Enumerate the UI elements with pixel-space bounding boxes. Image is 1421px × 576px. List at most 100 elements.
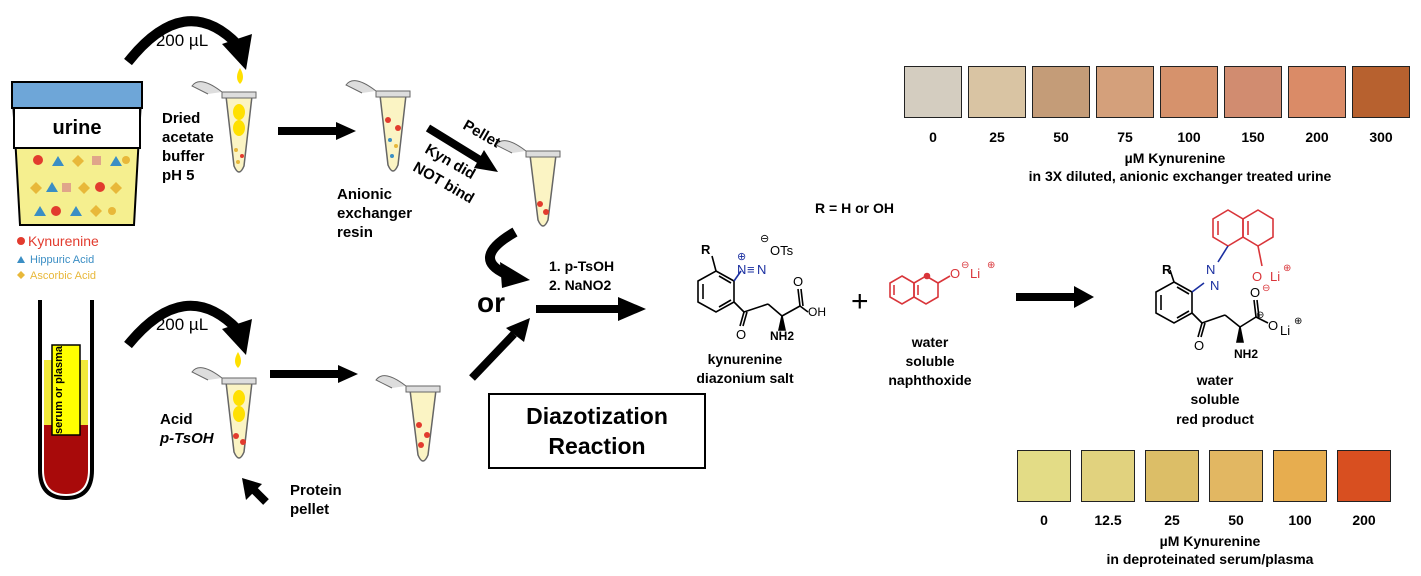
diazonium-n1: N [737,262,746,277]
svg-text:⊕: ⊕ [1283,263,1291,274]
urine-value-7: 300 [1369,129,1393,145]
diazonium-ots: OTs [770,243,794,258]
naphthoxide-structure [889,272,951,305]
svg-text:⊕: ⊕ [1294,316,1302,327]
pipette-arrow-bottom [124,300,242,349]
urine-swatch-1 [968,66,1026,118]
svg-text:1. p-TsOH: 1. p-TsOH [549,258,614,274]
svg-text:red product: red product [1176,411,1254,427]
serum-value-4: 100 [1288,512,1312,528]
diazonium-o: O [736,327,746,342]
urine-label: urine [53,117,102,139]
serum-value-5: 200 [1352,512,1376,528]
svg-text:⊕: ⊕ [987,260,995,271]
product-n1: N [1206,262,1215,277]
diazonium-minus: ⊖ [760,233,769,245]
serum-value-0: 0 [1040,512,1048,528]
product-n2: N [1210,278,1219,293]
serum-color-scale [1017,450,1401,502]
svg-text:pH 5: pH 5 [162,167,195,184]
ascorbic-diamond-icon [17,271,25,279]
serum-swatch-3 [1209,450,1263,502]
diazonium-plus: ⊕ [737,251,746,263]
urine-caption-1: µM Kynurenine [1124,150,1226,166]
diazonium-r: R [701,242,711,257]
plus-sign: + [851,285,869,318]
svg-text:resin: resin [337,224,373,241]
urine-value-1: 25 [989,129,1005,145]
kynurenine-diazonium-structure [697,255,809,331]
svg-text:naphthoxide: naphthoxide [888,372,971,388]
volume-bottom: 200 µL [156,315,208,334]
r-definition: R = H or OH [815,200,894,216]
naphthoxide-label: water soluble naphthoxide [888,334,971,388]
diazonium-nh2: NH2 [770,329,794,343]
serum-value-2: 25 [1164,512,1180,528]
svg-text:kynurenine: kynurenine [708,351,783,367]
resin-tube [345,80,411,172]
svg-text:2. NaNO2: 2. NaNO2 [549,277,611,293]
deproteinated-tube [375,375,441,462]
protein-label: Protein pellet [290,482,342,518]
urine-caption-2: in 3X diluted, anionic exchanger treated… [1028,168,1332,184]
svg-text:water: water [1196,372,1234,388]
red-product-structure [1155,269,1269,343]
legend-hippuric: Hippuric Acid [30,254,94,266]
pipette-arrow-top [124,16,242,66]
product-nh2: NH2 [1234,347,1258,361]
reaction-box-line2: Reaction [548,433,646,459]
svg-text:exchanger: exchanger [337,205,412,222]
serum-swatch-1 [1081,450,1135,502]
svg-text:acetate: acetate [162,129,214,146]
kynurenine-dot-icon [17,237,25,245]
buffer-tube [191,81,257,173]
svg-text:Anionic: Anionic [337,186,392,203]
buffer-label: Dried acetate buffer pH 5 [162,110,214,184]
serum-value-3: 50 [1228,512,1244,528]
urine-swatch-0 [904,66,962,118]
diazonium-triple: ≡ [747,262,755,277]
diazonium-n2: N [757,262,766,277]
product-label: water soluble red product [1176,372,1254,427]
volume-top: 200 µL [156,31,208,50]
acid-tube [191,367,257,459]
svg-text:soluble: soluble [1190,391,1239,407]
product-r: R [1162,262,1172,277]
naphthoxide-li: Li [970,266,980,281]
serum-scale-values: 0 12.5 25 50 100 200 [1017,512,1397,530]
diazonium-oh: OH [808,305,826,319]
curved-arrow-pellet [500,262,530,288]
product-o-ketone: O [1194,338,1204,353]
urine-value-2: 50 [1053,129,1069,145]
flow-arrows [247,124,1076,505]
pellet-tube [495,140,561,227]
diazotization-reaction-box: Diazotization Reaction [488,393,706,469]
hippuric-triangle-icon [17,256,25,263]
serum-value-1: 12.5 [1094,512,1122,528]
urine-value-4: 100 [1177,129,1201,145]
serum-swatch-0 [1017,450,1071,502]
urine-swatch-7 [1352,66,1410,118]
svg-text:diazonium salt: diazonium salt [696,370,794,386]
urine-swatch-5 [1224,66,1282,118]
legend-kynurenine: Kynurenine [28,233,99,249]
svg-text:⊖: ⊖ [1262,283,1270,294]
svg-text:⊖: ⊖ [961,260,969,271]
serum-swatch-2 [1145,450,1199,502]
svg-text:p-TsOH: p-TsOH [159,430,215,447]
naphthoxide-o: O [950,266,960,281]
urine-swatch-3 [1096,66,1154,118]
urine-value-3: 75 [1117,129,1133,145]
reaction-steps: 1. p-TsOH 2. NaNO2 [549,258,614,293]
urine-value-6: 200 [1305,129,1329,145]
urine-color-scale [904,66,1416,118]
diazonium-o-acid: O [793,274,803,289]
product-o2: O [1268,318,1278,333]
diazonium-label: kynurenine diazonium salt [696,351,794,386]
serum-caption-1: µM Kynurenine [1159,533,1261,549]
svg-text:pellet: pellet [290,501,329,518]
svg-text:buffer: buffer [162,148,205,165]
svg-text:⊖: ⊖ [1256,310,1264,321]
svg-text:Acid: Acid [160,411,193,428]
